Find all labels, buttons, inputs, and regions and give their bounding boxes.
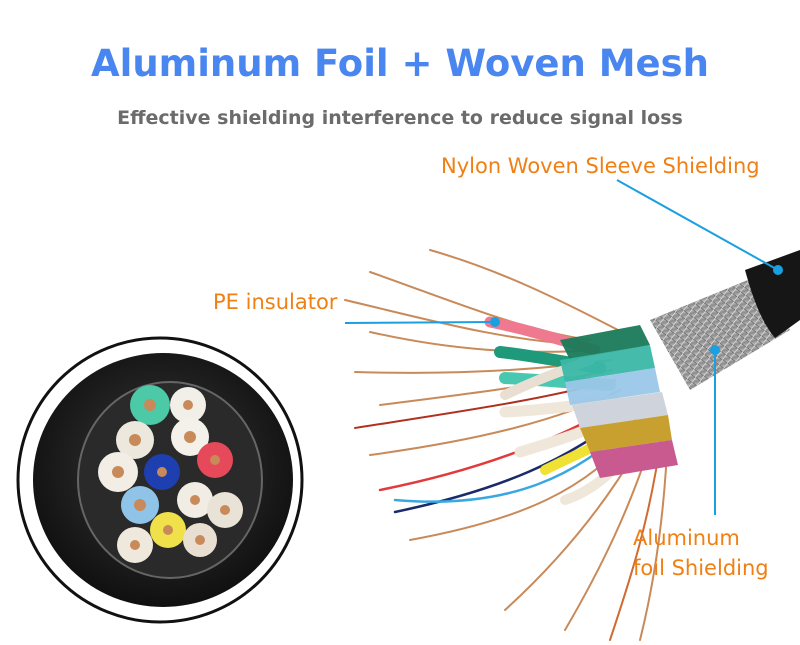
callout-pe-insulator: PE insulator [213, 290, 338, 314]
cable-main-body [650, 250, 800, 390]
leader-dot-aluminum [710, 345, 720, 355]
leader-line-pe [344, 321, 496, 324]
cable-cross-section [16, 336, 304, 624]
cross-section-outline [16, 336, 304, 624]
leader-dot-pe [490, 317, 500, 327]
woven-mesh [650, 275, 790, 390]
foil-shields [560, 325, 678, 478]
callout-nylon-sleeve: Nylon Woven Sleeve Shielding [441, 154, 760, 178]
page-title: Aluminum Foil + Woven Mesh [91, 42, 709, 85]
cable-jacket [745, 250, 800, 338]
page-subtitle: Effective shielding interference to redu… [117, 107, 683, 129]
cross-section-conductors [98, 385, 243, 563]
leader-lines [344, 179, 783, 515]
callout-aluminum-line1: Aluminum [633, 526, 740, 550]
leader-dot-nylon [773, 265, 783, 275]
leader-line-nylon [616, 179, 779, 271]
callout-aluminum-line2: foil Shielding [633, 556, 769, 580]
